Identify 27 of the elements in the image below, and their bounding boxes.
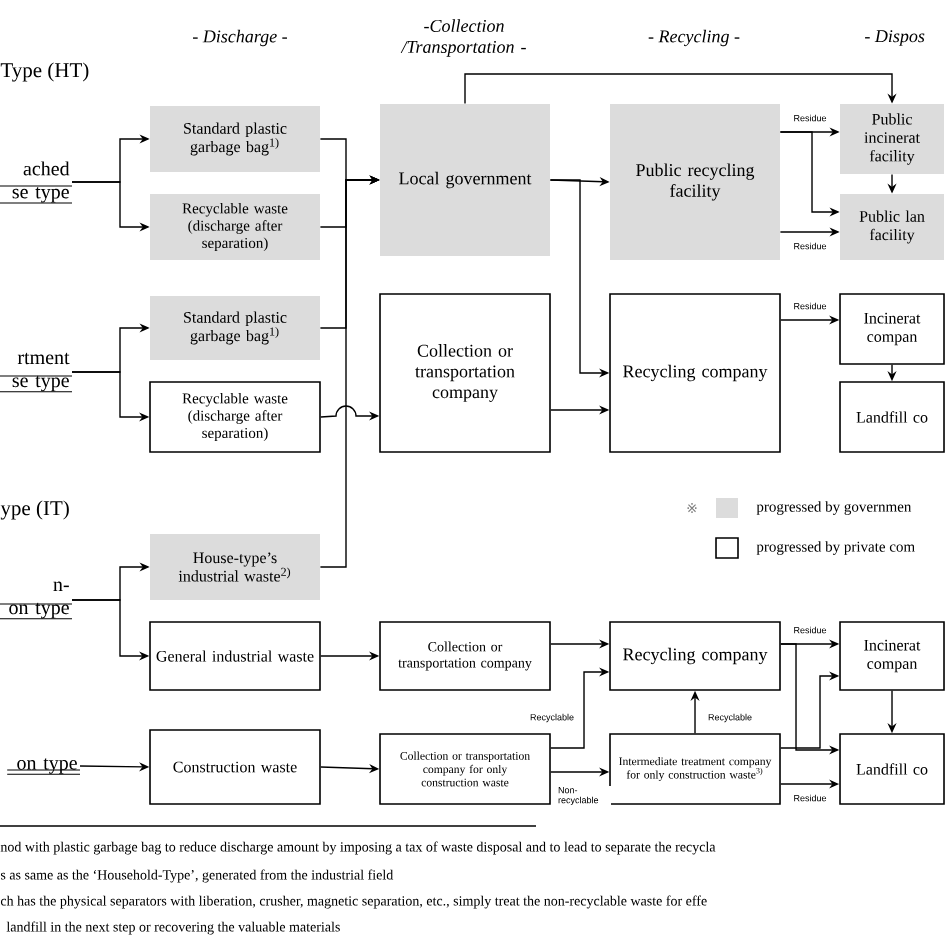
process-box: Standard plastic garbage bag$^{1)}$ (150, 106, 320, 172)
category-label: ached se type (0, 161, 73, 204)
process-box: Landfill co (839, 733, 945, 805)
stage-heading: - Dispos (865, 30, 925, 46)
process-box: Public incinerat facility (840, 104, 944, 174)
process-box: House-type’s industrial waste$^{2)}$ (150, 534, 320, 600)
stage-heading: - Discharge - (193, 29, 287, 47)
category-label: rtment se type (0, 352, 73, 393)
process-box: Recycling company (609, 621, 781, 691)
stage-heading: - Recycling - (648, 29, 740, 47)
process-box: Public lan facility (840, 194, 944, 260)
process-box: Standard plastic garbage bag$^{1)}$ (150, 296, 320, 360)
section-heading: Type (HT) (0, 62, 89, 82)
process-box: Landfill co (839, 381, 945, 453)
process-box: Collection or transportation company (379, 293, 551, 453)
process-box: Construction waste (149, 729, 321, 805)
stage-heading: -Collection /Transportation - (400, 19, 526, 57)
process-box: Local government (380, 104, 550, 256)
category-label: n- on type (0, 581, 73, 620)
process-box: Recycling company (609, 293, 781, 453)
process-box: Public recycling facility (610, 104, 780, 260)
section-heading: ype (IT) (0, 500, 69, 520)
category-label: on type (6, 758, 81, 775)
process-box: Incinerat compan (839, 621, 945, 691)
process-box: Incinerat compan (839, 293, 945, 365)
process-box: General industrial waste (149, 621, 321, 691)
arrow (464, 73, 897, 105)
